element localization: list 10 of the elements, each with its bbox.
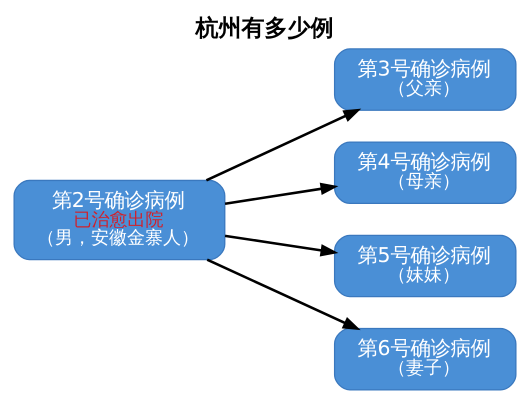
arrow	[224, 182, 338, 206]
diagram-title: 杭州有多少例	[195, 15, 334, 42]
node-box: 第4号确诊病例 （母亲）	[334, 142, 517, 204]
node-box: 第3号确诊病例 （父亲）	[334, 48, 517, 111]
arrow	[224, 234, 338, 257]
node-box: 第6号确诊病例 （妻子）	[334, 328, 517, 390]
node-box: 第5号确诊病例 （妹妹）	[334, 234, 517, 298]
arrow	[206, 258, 361, 330]
arrow	[206, 108, 362, 182]
node-box: 第2号确诊病例 已治愈出院 （男，安徽金寨人）	[13, 180, 226, 260]
